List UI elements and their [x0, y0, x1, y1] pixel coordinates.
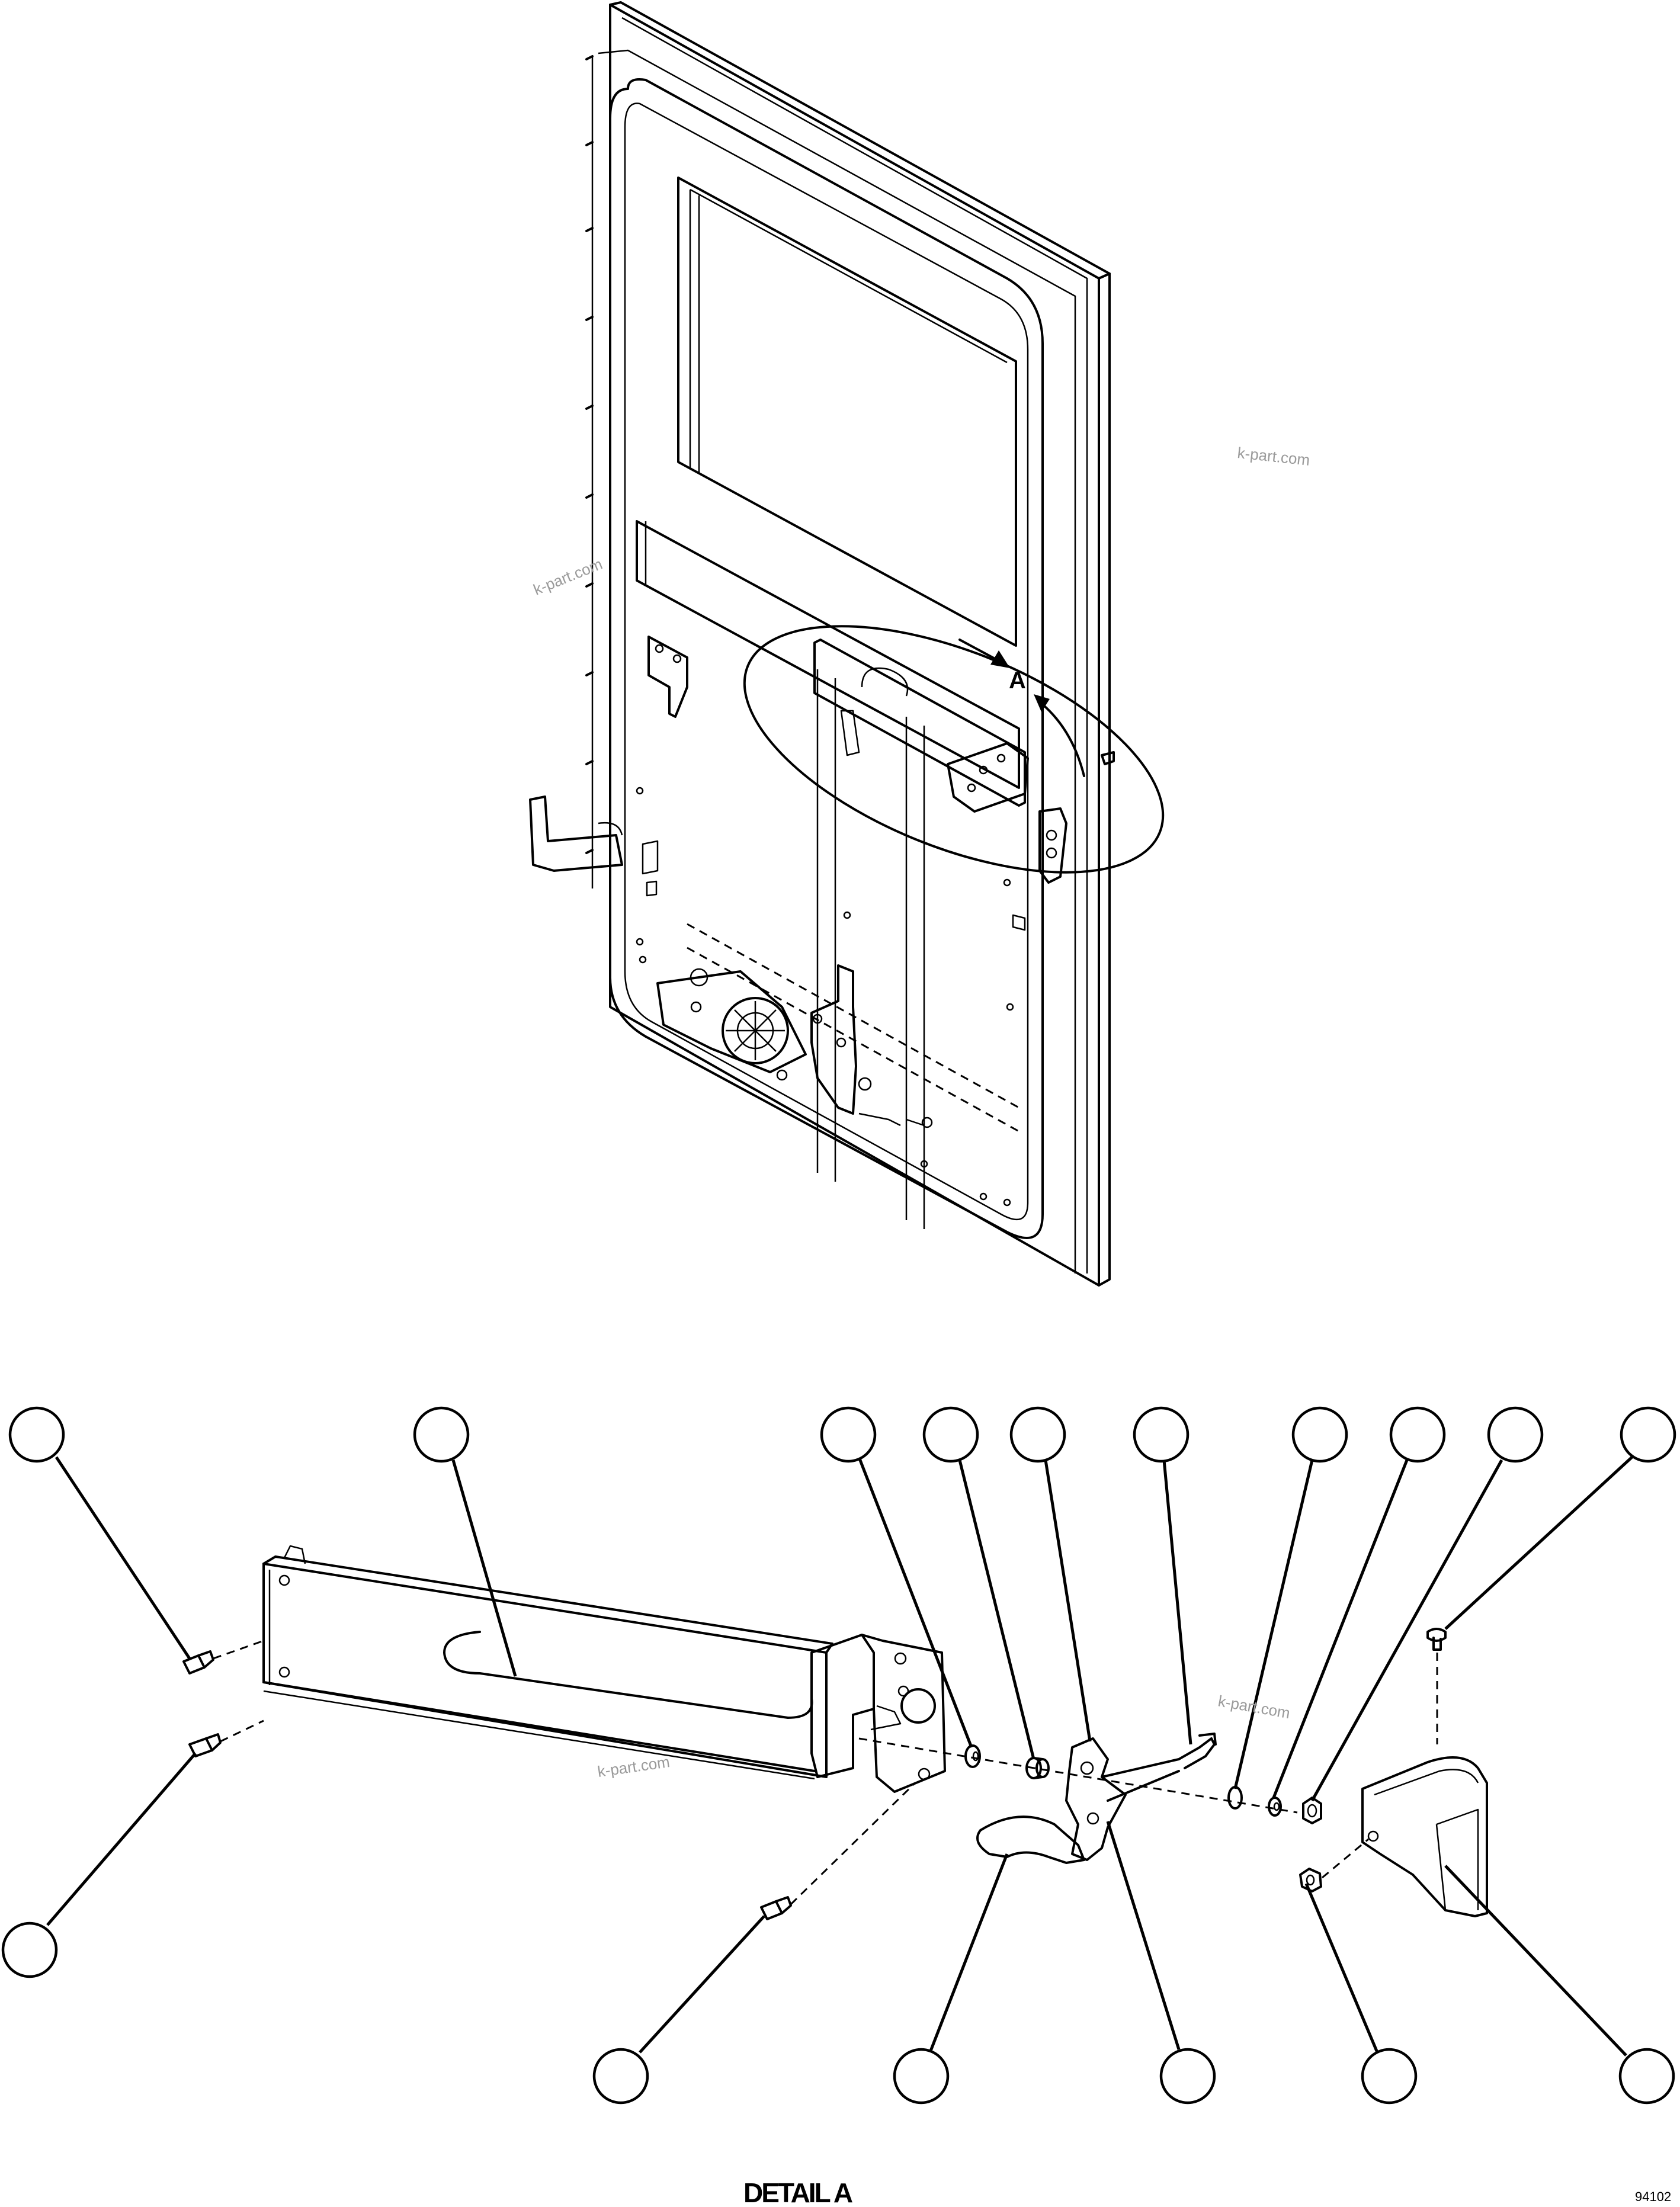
- callout-bubble-6: [1133, 1406, 1190, 1463]
- release-lever: [1065, 1733, 1217, 1861]
- handle-bar-screws: [182, 1640, 916, 1920]
- end-cover: [1361, 1756, 1488, 1917]
- cover-nut: [1299, 1838, 1369, 1892]
- watermark-1: k-part.com: [1236, 444, 1310, 469]
- callout-bubble-16: [1618, 2048, 1675, 2105]
- detail-a-letter: A: [1009, 668, 1026, 694]
- watermark-2: k-part.com: [531, 555, 605, 599]
- washer-2: [1227, 1786, 1243, 1810]
- callout-bubble-12: [592, 2048, 649, 2105]
- callout-bubble-10: [1620, 1406, 1676, 1463]
- detail-a-reference: A: [743, 625, 1165, 874]
- watermark-4: k-part.com: [597, 1753, 671, 1781]
- callout-bubble-7: [1291, 1406, 1348, 1463]
- nut: [1302, 1797, 1322, 1824]
- cover-screw: [1426, 1628, 1447, 1744]
- panel-fasteners: [636, 787, 1014, 1207]
- door-latch: [1038, 751, 1115, 884]
- callouts: [1, 1406, 1676, 2105]
- callout-bubble-14: [1159, 2048, 1216, 2105]
- callout-bubble-8: [1389, 1406, 1446, 1463]
- callout-bubble-5: [1009, 1406, 1066, 1463]
- window-regulator-motor: [656, 968, 807, 1081]
- callout-bubble-3: [820, 1406, 877, 1463]
- callout-bubble-4: [922, 1406, 979, 1463]
- callout-bubble-2: [413, 1406, 470, 1463]
- callout-bubble-9: [1487, 1406, 1544, 1463]
- door-assembly: [529, 1, 1115, 1287]
- callout-bubble-13: [893, 2048, 950, 2105]
- callout-bubble-15: [1361, 2048, 1418, 2105]
- hinge-pins: [585, 55, 594, 888]
- callout-bubble-11: [1, 1921, 58, 1978]
- washer-1: [964, 1744, 981, 1768]
- detail-title: DETAIL A: [743, 2177, 852, 2207]
- watermark-3: k-part.com: [1217, 1692, 1291, 1722]
- lock-washer: [1268, 1797, 1282, 1817]
- exterior-handle: [529, 795, 623, 872]
- callout-bubble-1: [8, 1406, 65, 1463]
- interior-handle-bar: [262, 1545, 946, 1793]
- drawing-number: 94102: [1635, 2189, 1671, 2204]
- detail-a-exploded-view: [182, 1545, 1488, 1920]
- lever-grip: [976, 1815, 1085, 1864]
